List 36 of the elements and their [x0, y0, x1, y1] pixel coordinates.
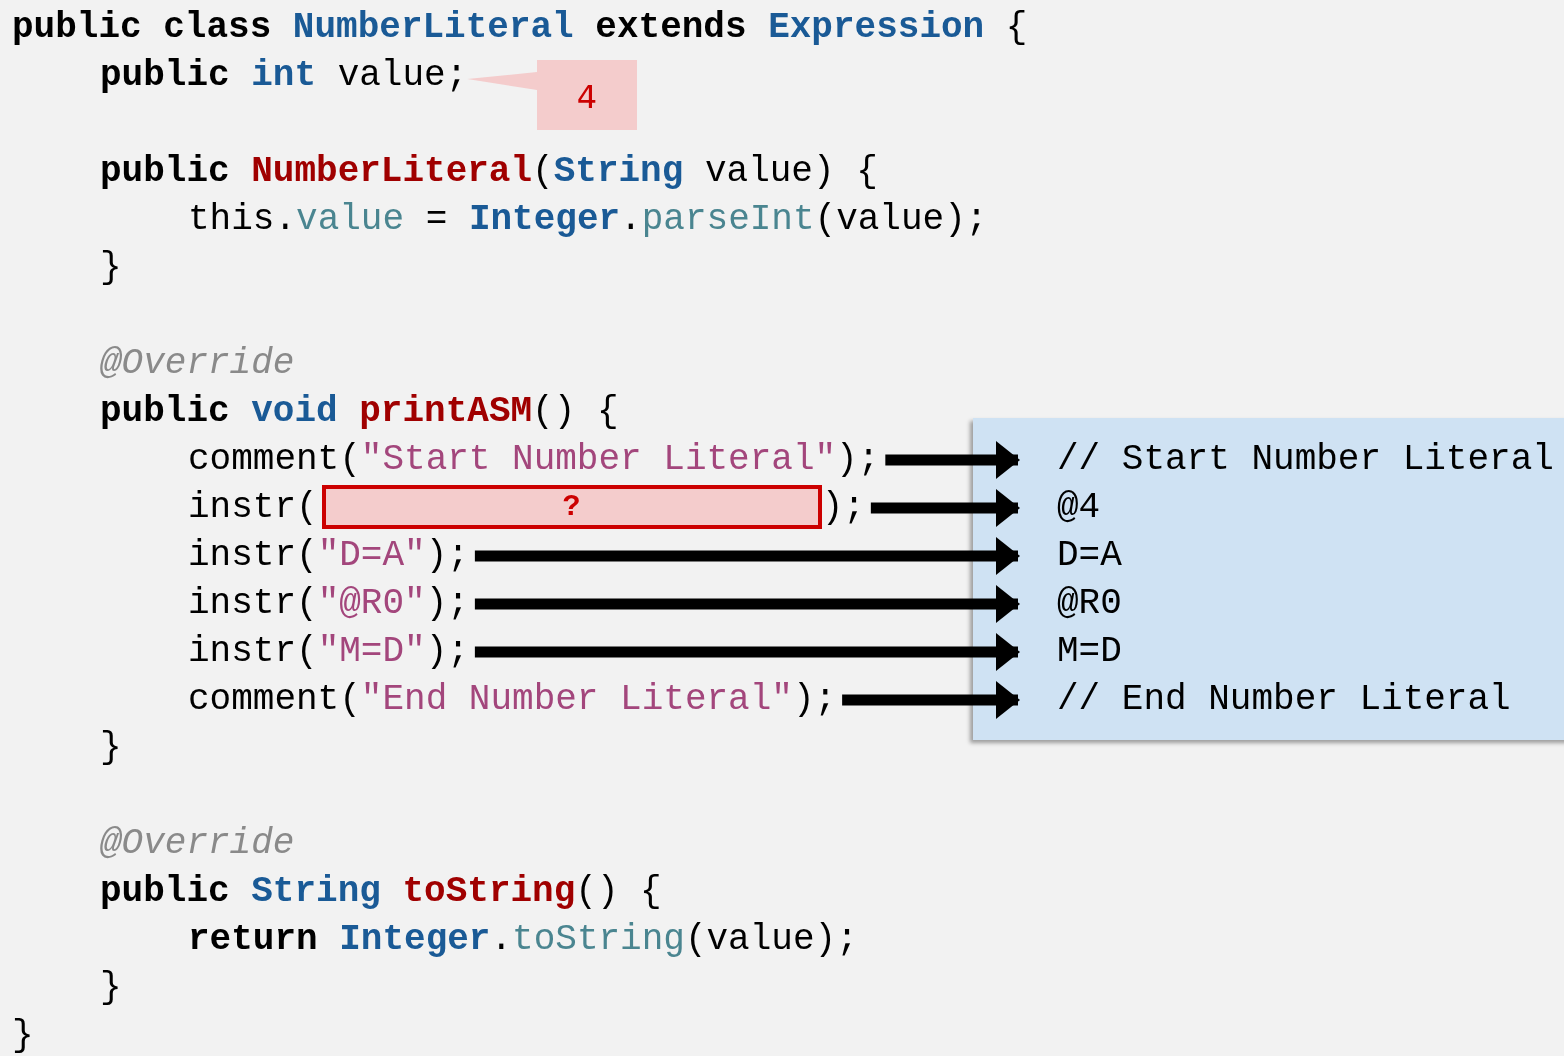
arrow [474, 537, 1020, 575]
arrow [474, 633, 1020, 671]
code-line: @Override [100, 342, 295, 386]
assembly-line: @4 [1018, 484, 1101, 532]
code-line: } [100, 726, 122, 770]
assembly-line: // End Number Literal [1018, 676, 1511, 724]
assembly-line: D=A [1018, 532, 1122, 580]
arrow [842, 681, 1020, 719]
code-line: public class NumberLiteral extends Expression { [12, 6, 1028, 50]
code-line: public int value; [100, 52, 468, 100]
assembly-line: @R0 [1018, 580, 1122, 628]
arrow [474, 585, 1020, 623]
arrow [870, 489, 1020, 527]
placeholder-box: ? [321, 485, 822, 530]
code-line: } [100, 966, 122, 1010]
code-line: comment("End Number Literal"); [188, 676, 837, 724]
code-line: public String toString() { [100, 870, 662, 914]
code-line: public NumberLiteral(String value) { [100, 150, 878, 194]
output-panel [973, 418, 1564, 740]
arrow [885, 441, 1020, 479]
code-text: instr( [188, 487, 318, 528]
assembly-line: // Start Number Literal [1018, 436, 1554, 484]
assembly-line: M=D [1018, 628, 1122, 676]
callout-box: 4 [537, 60, 637, 130]
code-line: comment("Start Number Literal"); [188, 436, 880, 484]
code-line: instr("D=A"); [188, 532, 469, 580]
code-line: @Override [100, 822, 295, 866]
code-line: } [100, 246, 122, 290]
code-line: instr("@R0"); [188, 580, 469, 628]
callout-pointer [467, 72, 537, 90]
code-line: public void printASM() { [100, 390, 619, 434]
code-line: this.value = Integer.parseInt(value); [188, 198, 988, 242]
code-text: ); [821, 487, 865, 528]
code-line: instr("M=D"); [188, 628, 469, 676]
code-line: return Integer.toString(value); [188, 918, 858, 962]
code-line: } [12, 1014, 34, 1056]
